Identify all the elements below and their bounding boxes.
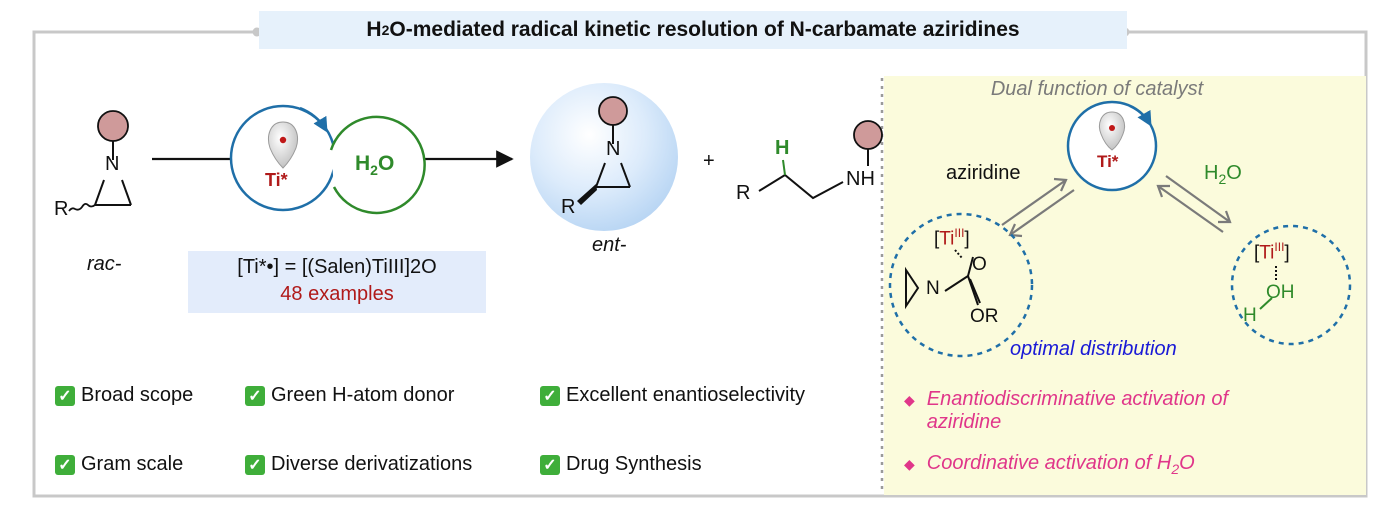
water-complex: [1259, 266, 1277, 310]
panel-h2o-label: H2O: [1204, 162, 1242, 187]
panel-ti-cycle: [1066, 100, 1158, 192]
h2o-label: H2O: [355, 152, 395, 179]
ent-label: ent-: [592, 234, 627, 256]
ti-drop-icon: [268, 121, 298, 169]
checkmark-icon: ✓: [55, 385, 75, 406]
feature-green-donor: ✓Green H-atom donor: [245, 384, 454, 407]
diamond-bullet-icon: ◆: [904, 392, 915, 408]
h2o-cycle: [329, 115, 426, 215]
catalyst-box: [Ti*•] = [(Salen)TiIII]2O 48 examples: [188, 251, 486, 313]
feature-broad-scope: ✓Broad scope: [55, 384, 193, 407]
atom-h-water: H: [1243, 305, 1257, 326]
panel-ti-star: Ti*: [1097, 152, 1119, 171]
plus-sign: +: [703, 150, 715, 172]
ti-star-label: Ti*: [265, 170, 288, 190]
checkmark-icon: ✓: [245, 454, 265, 475]
diamond-bullet-icon: ◆: [904, 456, 915, 472]
atom-nh: NH: [846, 168, 875, 190]
checkmark-icon: ✓: [55, 454, 75, 475]
atom-or: OR: [970, 306, 999, 327]
catalyst-formula: [Ti*•] = [(Salen)TiIII]2O: [237, 256, 437, 278]
substituent-circle: [598, 96, 628, 126]
checkmark-icon: ✓: [540, 385, 560, 406]
atom-r-rac: R: [54, 198, 69, 220]
aziridine-label: aziridine: [946, 162, 1021, 184]
atom-r-ent: R: [561, 196, 576, 218]
checkmark-icon: ✓: [245, 385, 265, 406]
substituent-circle: [97, 110, 129, 142]
examples-count: 48 examples: [280, 283, 394, 305]
atom-oh: OH: [1266, 282, 1295, 303]
atom-n-rac: N: [105, 153, 120, 175]
optimal-distribution-label: optimal distribution: [1010, 338, 1177, 360]
equilibrium-left: [1001, 177, 1075, 238]
panel-header: Dual function of catalyst: [990, 78, 1204, 100]
amine-product: [758, 120, 883, 200]
ti-bracket-right: [TiIII]: [1254, 240, 1290, 264]
checkmark-icon: ✓: [540, 454, 560, 475]
rac-aziridine: [68, 110, 132, 212]
aziridine-complex-circle: [888, 212, 1034, 358]
bullet-coordinative: ◆ Coordinative activation of H2O: [904, 452, 1195, 477]
substituent-circle: [853, 120, 883, 150]
ent-aziridine: [577, 96, 631, 205]
aziridine-complex: [905, 249, 981, 310]
atom-o-carbamate: O: [972, 254, 987, 275]
atom-h-green: H: [775, 137, 790, 159]
water-complex-circle: [1230, 224, 1352, 346]
ent-bubble: [530, 83, 678, 231]
feature-drug-synthesis: ✓Drug Synthesis: [540, 453, 702, 476]
atom-n-carbamate: N: [926, 278, 940, 299]
atom-r-amine: R: [736, 182, 751, 204]
feature-gram-scale: ✓Gram scale: [55, 453, 183, 476]
atom-n-ent: N: [606, 138, 621, 160]
feature-enantioselectivity: ✓Excellent enantioselectivity: [540, 384, 805, 407]
feature-derivatizations: ✓Diverse derivatizations: [245, 453, 472, 476]
equilibrium-right: [1156, 175, 1232, 233]
rac-label: rac-: [87, 253, 122, 275]
ti-bracket-left: [TiIII]: [934, 226, 970, 250]
